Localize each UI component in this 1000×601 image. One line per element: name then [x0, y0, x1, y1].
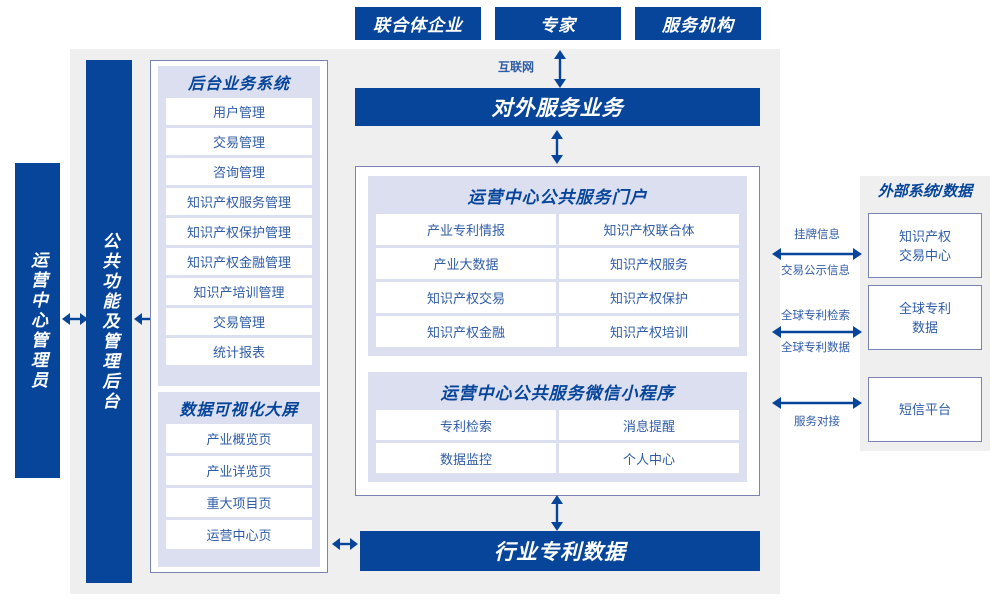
industry-data-bar: 行业专利数据: [360, 531, 760, 571]
miniprogram-item[interactable]: 数据监控: [376, 443, 556, 473]
service-to-portal-arrow-icon: [551, 130, 563, 164]
external-connector-label-below: 全球专利数据: [781, 342, 850, 354]
external-system-line1: 短信平台: [898, 402, 951, 417]
common-admin-label: 公共功能及管理后台: [99, 231, 119, 412]
visualization-title: 数据可视化大屏: [179, 402, 299, 419]
portal-item[interactable]: 知识产权金融: [376, 316, 556, 347]
portal-item[interactable]: 知识产权交易: [376, 282, 556, 313]
backend-system-item[interactable]: 知识产权服务管理: [166, 188, 312, 215]
visualization-item[interactable]: 运营中心页: [166, 520, 312, 549]
operator-admin-arrow-icon: [62, 313, 88, 325]
miniprogram-item[interactable]: 个人中心: [559, 443, 739, 473]
backend-system-item[interactable]: 用户管理: [166, 98, 312, 125]
external-system-line2: 数据: [911, 319, 938, 335]
common-admin-bar: 公共功能及管理后台: [86, 60, 132, 583]
external-connector-arrow-icon-2: [772, 397, 862, 409]
backend-system-panel: 后台业务系统 用户管理 交易管理 咨询管理 知识产权服务管理 知识产权保护管理 …: [158, 66, 320, 386]
external-connector-label-below: 服务对接: [794, 416, 840, 428]
visualization-item[interactable]: 重大项目页: [166, 488, 312, 517]
miniprogram-panel: 运营中心公共服务微信小程序 专利检索 消息提醒 数据监控 个人中心: [368, 372, 747, 482]
visualization-item[interactable]: 产业详览页: [166, 456, 312, 485]
industry-data-label: 行业专利数据: [494, 541, 626, 564]
external-connector-label-above: 全球专利检索: [781, 310, 850, 322]
top-actor-box-1: 专家: [495, 7, 621, 40]
backend-system-item[interactable]: 交易管理: [166, 128, 312, 155]
internet-label: 互联网: [497, 60, 534, 74]
backend-system-item[interactable]: 知识产权保护管理: [166, 218, 312, 245]
portal-items-grid: 产业专利情报 知识产权联合体 产业大数据 知识产权服务 知识产权交易 知识产权保…: [376, 214, 739, 347]
external-service-bar: 对外服务业务: [355, 88, 760, 126]
backend-system-item[interactable]: 咨询管理: [166, 158, 312, 185]
top-actor-box-2: 服务机构: [635, 7, 761, 40]
operator-role-label: 运营中心管理员: [28, 250, 47, 391]
external-connector-label-above: 挂牌信息: [794, 229, 840, 241]
external-system-line1: 全球专利: [898, 300, 951, 316]
portal-industry-arrow-icon: [551, 495, 563, 531]
top-actor-label: 专家: [540, 16, 576, 35]
miniprogram-item[interactable]: 消息提醒: [559, 410, 739, 440]
backend-system-item[interactable]: 知识产权金融管理: [166, 248, 312, 275]
external-connector-arrow-icon-1: [772, 326, 862, 338]
external-system-line2: 交易中心: [898, 247, 951, 263]
external-connector-label-below: 交易公示信息: [781, 265, 850, 277]
backend-system-title: 后台业务系统: [187, 76, 290, 93]
external-connector-arrow-icon-0: [772, 248, 862, 260]
external-system-box-2[interactable]: 短信平台: [868, 377, 982, 442]
internet-arrow-icon: [554, 50, 566, 88]
backend-system-item[interactable]: 统计报表: [166, 338, 312, 365]
external-system-box-1[interactable]: 全球专利 数据: [868, 285, 982, 350]
portal-item[interactable]: 产业专利情报: [376, 214, 556, 245]
portal-item[interactable]: 知识产权培训: [559, 316, 739, 347]
portal-title: 运营中心公共服务门户: [467, 188, 648, 207]
external-title: 外部系统/数据: [877, 183, 973, 200]
backend-system-item[interactable]: 交易管理: [166, 308, 312, 335]
backend-system-item[interactable]: 知识产培训管理: [166, 278, 312, 305]
external-service-label: 对外服务业务: [491, 97, 624, 120]
visualization-item[interactable]: 产业概览页: [166, 424, 312, 453]
backend-industry-arrow-icon: [332, 538, 358, 550]
miniprogram-title: 运营中心公共服务微信小程序: [440, 384, 675, 403]
miniprogram-item[interactable]: 专利检索: [376, 410, 556, 440]
external-system-line1: 知识产权: [898, 228, 951, 244]
portal-item[interactable]: 产业大数据: [376, 248, 556, 279]
portal-item[interactable]: 知识产权保护: [559, 282, 739, 313]
top-actor-label: 联合体企业: [373, 16, 463, 35]
top-actor-box-0: 联合体企业: [355, 7, 481, 40]
portal-item[interactable]: 知识产权联合体: [559, 214, 739, 245]
top-actor-label: 服务机构: [662, 16, 734, 35]
operator-role-bar: 运营中心管理员: [15, 163, 60, 478]
miniprogram-items-grid: 专利检索 消息提醒 数据监控 个人中心: [376, 410, 739, 473]
external-system-box-0[interactable]: 知识产权 交易中心: [868, 213, 982, 278]
portal-panel: 运营中心公共服务门户 产业专利情报 知识产权联合体 产业大数据 知识产权服务 知…: [368, 176, 747, 356]
portal-item[interactable]: 知识产权服务: [559, 248, 739, 279]
visualization-panel: 数据可视化大屏 产业概览页 产业详览页 重大项目页 运营中心页: [158, 392, 320, 567]
